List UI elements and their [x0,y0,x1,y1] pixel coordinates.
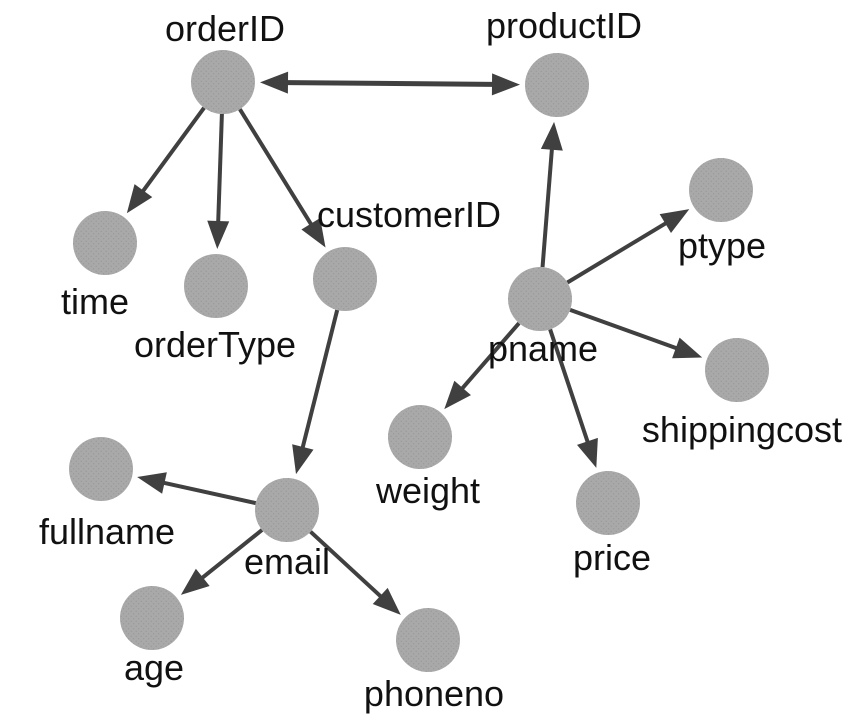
node-email [255,478,319,542]
node-orderID [191,50,255,114]
edge-orderID-productID [273,79,507,88]
node-layer [69,50,769,672]
node-label-orderID: orderID [165,8,285,49]
node-time [73,211,137,275]
node-label-ptype: ptype [678,225,766,266]
arrowhead-into-productID [491,73,521,96]
edge-pname-shippingcost [569,307,690,355]
node-weight [388,405,452,469]
node-label-email: email [244,541,330,582]
node-label-fullname: fullname [39,511,175,552]
node-shippingcost [705,338,769,402]
edge-email-fullname [150,478,257,506]
node-customerID [313,247,377,311]
edge-orderID-customerID [238,108,320,237]
edge-pname-productID [540,135,555,268]
edge-layer [126,71,703,615]
edge-pname-ptype [566,214,679,285]
node-label-shippingcost: shippingcost [642,409,842,450]
edge-email-age [190,528,264,588]
edge-pname-price [548,328,594,456]
node-label-customerID: customerID [317,194,501,235]
arrowhead-into-time [126,184,153,214]
arrowhead-into-shippingcost [672,337,703,359]
arrowhead-into-customerID [301,217,326,248]
node-label-pname: pname [488,328,598,369]
edge-orderID-orderType [215,113,224,236]
node-orderType [184,254,248,318]
node-ptype [689,158,753,222]
node-label-time: time [61,281,129,322]
arrowhead-into-orderType [207,220,230,250]
arrowhead-into-ptype [659,209,690,233]
node-productID [525,53,589,117]
arrowhead-into-age [180,568,210,595]
edge-email-phoneno [309,530,392,607]
node-pname [508,267,572,331]
node-fullname [69,437,133,501]
arrowhead-into-orderID [259,71,289,94]
arrowhead-into-email [292,444,314,475]
node-price [576,471,640,535]
node-label-price: price [573,537,651,578]
edge-pname-weight [451,321,521,400]
node-label-age: age [124,647,184,688]
arrowhead-into-phoneno [372,587,401,615]
edge-orderID-time [133,106,206,204]
arrowhead-into-productID [540,121,563,151]
node-age [120,586,184,650]
node-phoneno [396,608,460,672]
node-label-phoneno: phoneno [364,673,504,714]
edge-customerID-email [297,309,340,462]
arrowhead-into-price [577,437,598,468]
arrowhead-into-weight [444,380,471,410]
node-label-orderType: orderType [134,324,296,365]
arrowhead-into-fullname [137,472,167,494]
node-label-weight: weight [375,470,480,511]
node-label-productID: productID [486,5,642,46]
